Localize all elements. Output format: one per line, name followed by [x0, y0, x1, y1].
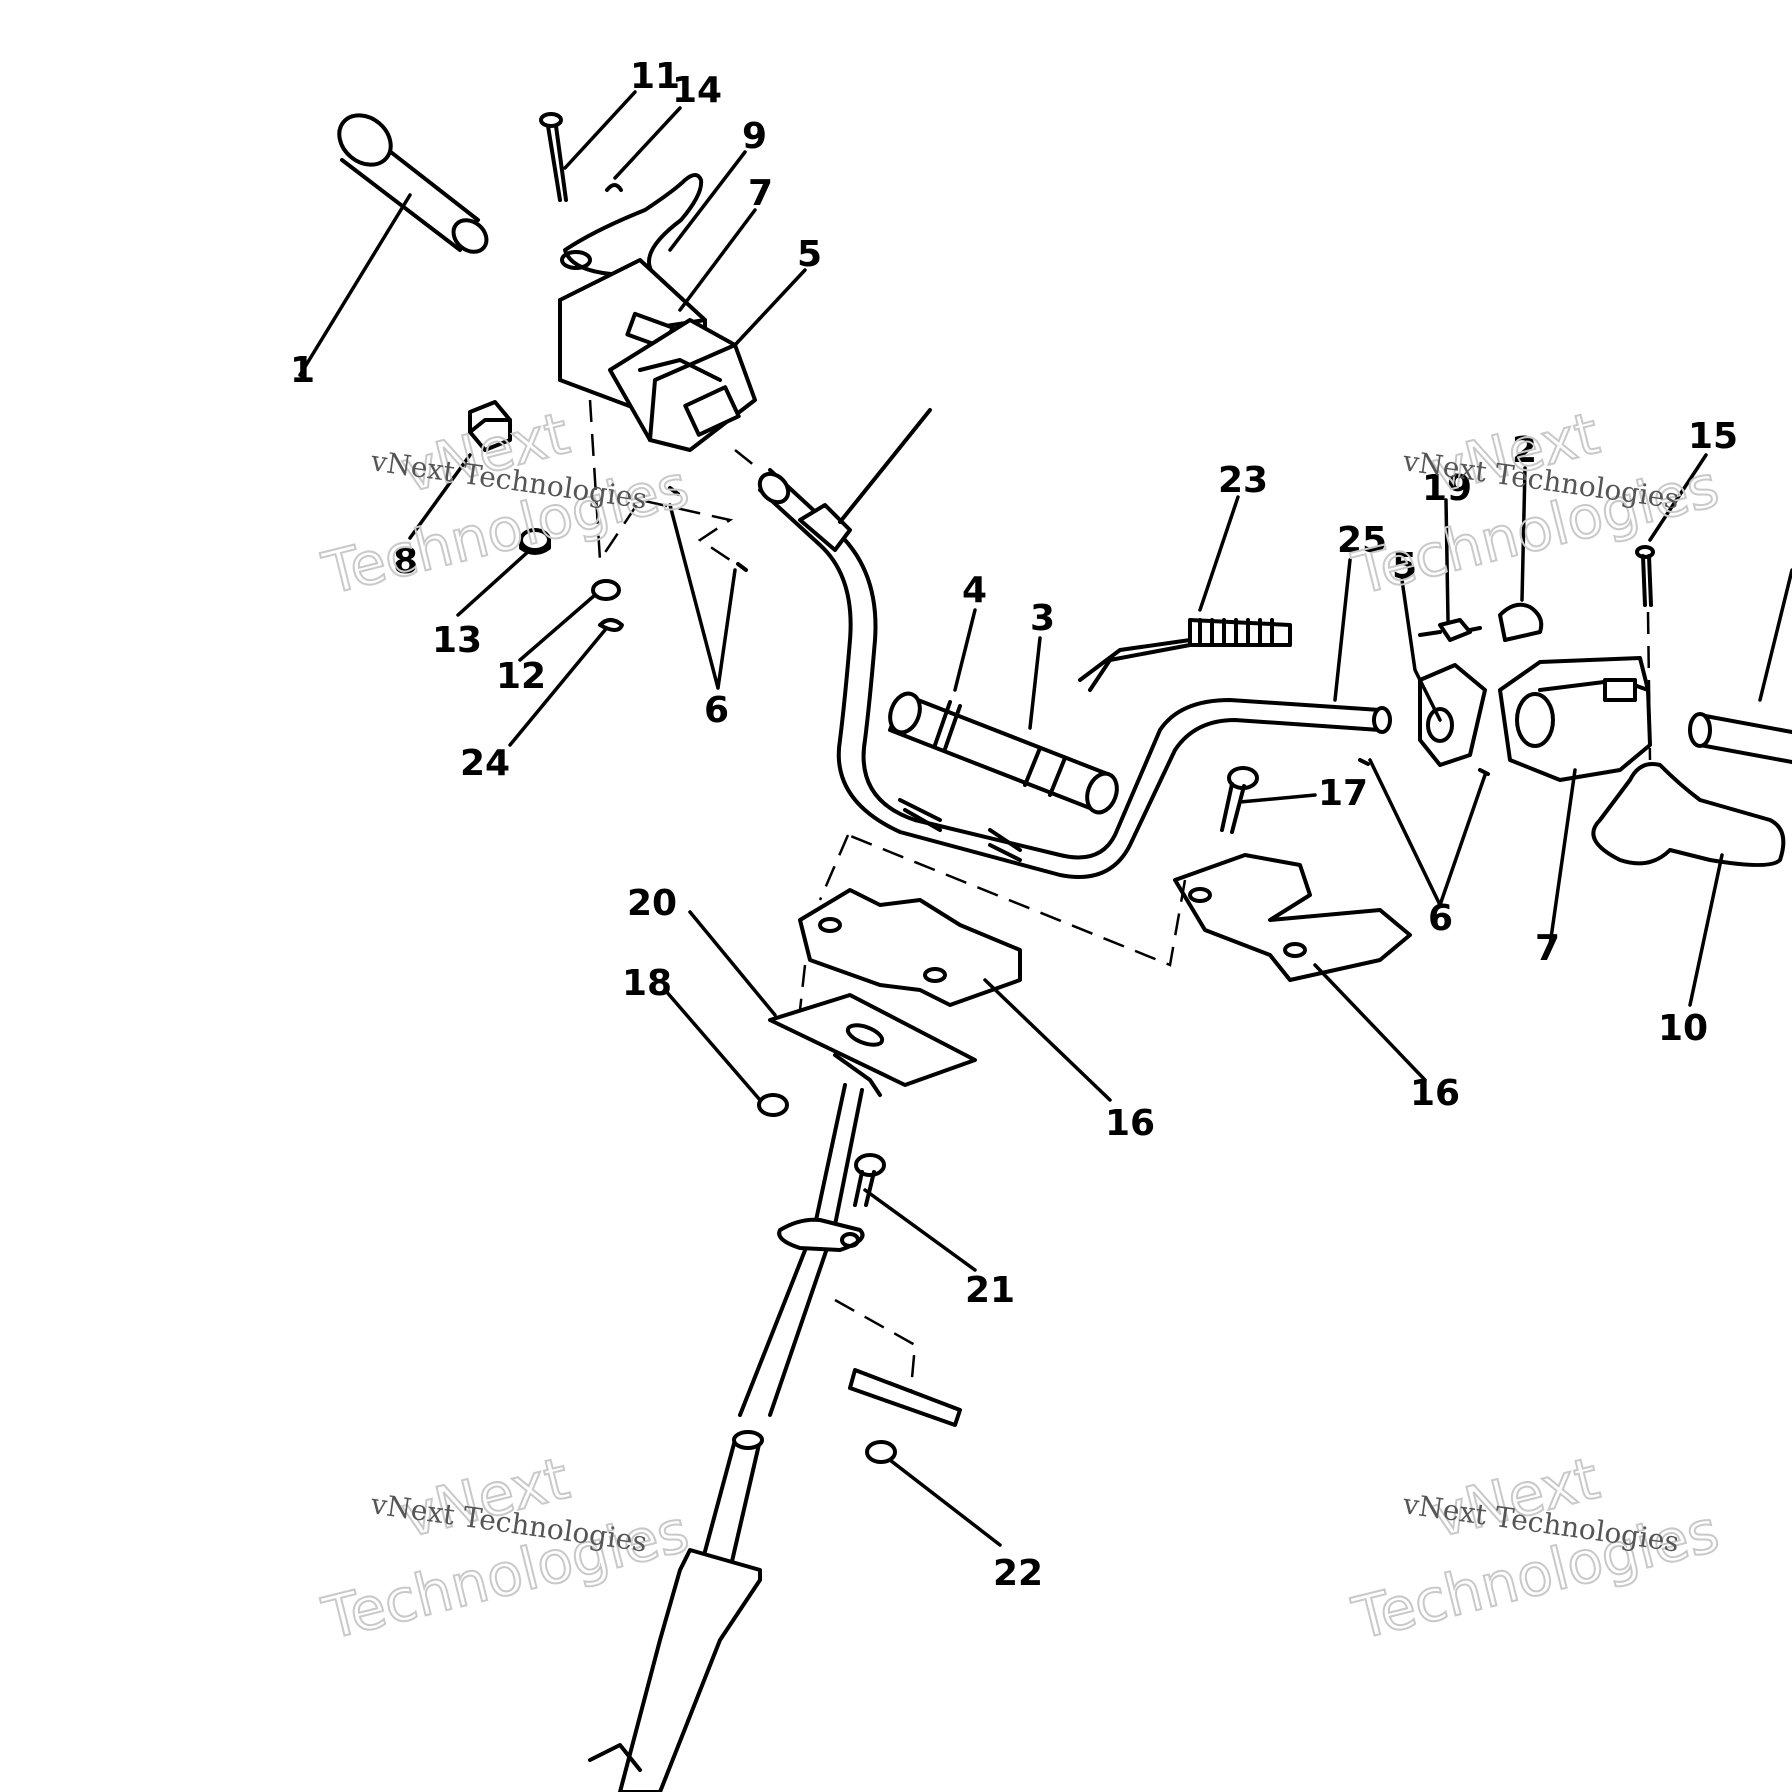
screws-6-right: [1358, 758, 1490, 776]
throttle-cover: [1418, 663, 1487, 767]
throttle-cable-part: [1418, 618, 1482, 642]
handlebar-clamp-left: [798, 888, 1022, 1007]
callout-20: 20: [627, 883, 677, 924]
switch-button: [468, 400, 512, 452]
callout-21: 21: [965, 1270, 1015, 1311]
callout-11: 11: [630, 56, 680, 97]
callout-7-left: 7: [748, 173, 773, 214]
pad-strap: [933, 700, 962, 751]
callout-16-left: 16: [1105, 1103, 1155, 1144]
callout-6-right: 6: [1428, 898, 1453, 939]
screws-6-left: [668, 486, 748, 572]
right-switch-housing: [1498, 656, 1652, 782]
clamp-bolt: [1220, 766, 1259, 834]
coiled-wire: [1078, 618, 1292, 692]
callouts: 1 11 14 9 7 5 8 13 12 24 6 4 3 23 25 5 1…: [290, 56, 1738, 1594]
callout-15: 15: [1688, 416, 1738, 457]
callout-16-right: 16: [1410, 1073, 1460, 1114]
handlebar: [757, 408, 1392, 879]
bolt-21: [853, 1153, 886, 1207]
handlebar-pad: [888, 691, 1119, 815]
assembly-line-plate: [798, 964, 807, 1011]
mounting-plate: [768, 993, 977, 1097]
callout-2: 2: [1512, 430, 1537, 471]
brake-lever-right: [1591, 762, 1786, 867]
callout-22: 22: [993, 1553, 1043, 1594]
shaft-pin: [848, 1368, 962, 1427]
callout-10: 10: [1658, 1008, 1708, 1049]
kill-switch: [1498, 602, 1544, 642]
callout-25: 25: [1337, 520, 1387, 561]
callout-19: 19: [1422, 468, 1472, 509]
callout-7-right: 7: [1535, 928, 1560, 969]
callout-24: 24: [460, 743, 510, 784]
callout-6-left: 6: [704, 690, 729, 731]
callout-9: 9: [742, 116, 767, 157]
callout-14: 14: [672, 70, 722, 111]
callout-4: 4: [962, 570, 987, 611]
assembly-line-right: [1646, 611, 1652, 761]
assembly-line-grip: [734, 449, 761, 471]
right-grip: [1688, 712, 1792, 764]
pin-15: [1635, 545, 1655, 607]
callout-23: 23: [1218, 460, 1268, 501]
brake-lever-left: [560, 173, 704, 279]
nut-12: [591, 579, 621, 601]
callout-12: 12: [496, 656, 546, 697]
handlebar-clamp-right: [1173, 853, 1412, 982]
assembly-line-left: [588, 399, 734, 564]
leader-lines: [298, 90, 1792, 1547]
grommet: [519, 528, 551, 555]
callout-5-right: 5: [1392, 546, 1417, 587]
left-switch-housing: [558, 258, 757, 452]
washer-24: [598, 618, 624, 632]
callout-3: 3: [1030, 598, 1055, 639]
nut-18: [757, 1093, 789, 1117]
assembly-line-clamps: [818, 833, 1187, 967]
e-clip: [605, 183, 623, 192]
steering-shaft: [588, 1083, 865, 1792]
callout-18: 18: [622, 963, 672, 1004]
callout-17: 17: [1318, 773, 1368, 814]
callout-13: 13: [432, 620, 482, 661]
callout-8: 8: [393, 541, 418, 582]
callout-5-left: 5: [797, 234, 822, 275]
callout-1: 1: [290, 350, 315, 391]
left-grip: [337, 113, 489, 254]
pivot-pin: [539, 112, 568, 202]
nut-22: [865, 1440, 897, 1464]
